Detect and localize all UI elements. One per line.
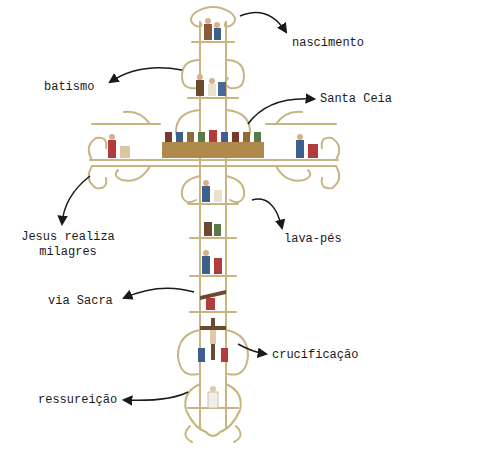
callout-label: crucificação [272, 348, 358, 363]
leader-arrows [62, 12, 314, 400]
callout-label: via Sacra [48, 294, 113, 309]
callout-label: nascimento [292, 36, 364, 51]
callout-label: lava-pés [284, 232, 342, 247]
callout-label: Jesus realiza milagres [12, 230, 124, 260]
callout-label: batismo [44, 80, 94, 95]
callout-label: Santa Ceia [320, 92, 392, 107]
callout-label: ressureição [38, 393, 117, 408]
